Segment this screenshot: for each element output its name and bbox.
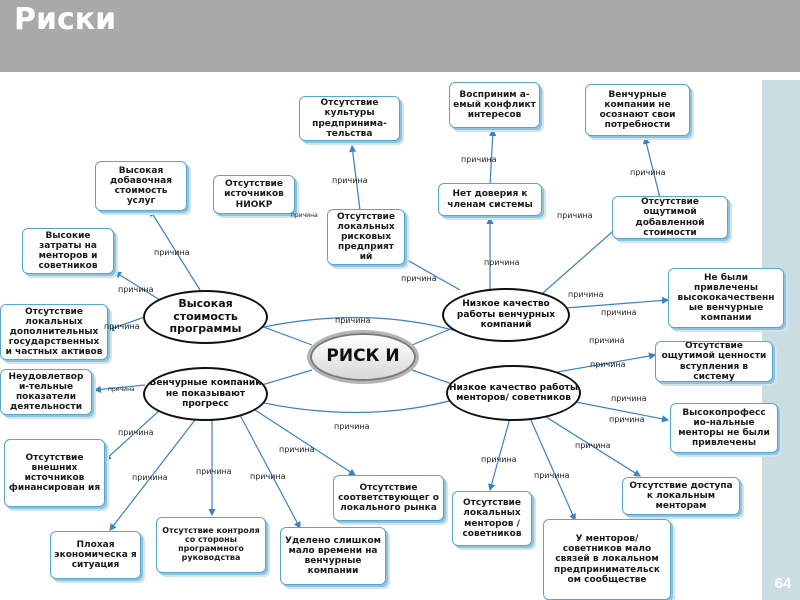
box-bad-economy: Плохая экономическа я ситуация bbox=[50, 531, 141, 579]
hub-low-quality-mentors: Низкое качество работы менторов/ советни… bbox=[446, 365, 581, 421]
cause-label: причина bbox=[534, 471, 570, 480]
cause-label: причина bbox=[609, 415, 645, 424]
box-pro-mentors: Высокопрофесс ио-нальные менторы не были… bbox=[670, 403, 778, 453]
box-mentor-links: У менторов/ советников мало связей в лок… bbox=[543, 519, 671, 600]
cause-label: причина bbox=[154, 248, 190, 257]
box-no-quality-vc: Не были привлечены высококачественн ые в… bbox=[668, 268, 784, 328]
cause-label: причина bbox=[196, 467, 232, 476]
box-local-mentors: Отсутствие локальных менторов / советник… bbox=[452, 491, 532, 546]
cause-label: причина bbox=[484, 258, 520, 267]
cause-label: причина bbox=[401, 274, 437, 283]
cause-label: причина bbox=[132, 473, 168, 482]
center-node-risks: РИСК И bbox=[310, 333, 416, 381]
box-no-trust: Нет доверия к членам системы bbox=[438, 183, 542, 216]
box-unsatisfactory: Неудовлетвор и-тельные показатели деятел… bbox=[0, 369, 92, 415]
hub-high-cost: Высокая стоимость программы bbox=[143, 290, 268, 344]
cause-label: причина bbox=[589, 336, 625, 345]
cause-label: причина bbox=[575, 441, 611, 450]
box-local-risk: Отсутствие локальных рисковых предприят … bbox=[327, 209, 405, 265]
cause-label: причина bbox=[291, 212, 318, 219]
cause-label: причина bbox=[104, 322, 140, 331]
cause-label: причина bbox=[118, 428, 154, 437]
box-extra-sources: Отсутствие локальных дополнительных госу… bbox=[0, 304, 108, 360]
cause-label: причина bbox=[334, 422, 370, 431]
hub-vc-progress: Венчурные компании не показывают прогрес… bbox=[143, 367, 268, 421]
box-no-sources: Отсутствие источников НИОКР bbox=[213, 175, 295, 214]
box-no-entry-value: Отсутствие ощутимой ценности вступления … bbox=[655, 341, 773, 382]
box-no-external: Отсутствие внешних источников финансиров… bbox=[4, 439, 105, 507]
cause-label: причина bbox=[481, 455, 517, 464]
cause-label: причина bbox=[590, 360, 626, 369]
hub-low-quality-vc: Низкое качество работы венчурных компани… bbox=[442, 288, 570, 342]
cause-label: причина bbox=[461, 155, 497, 164]
side-accent-bar bbox=[762, 80, 800, 600]
box-program-control: Отсутствие контроля со стороны программн… bbox=[156, 517, 266, 573]
cause-label: причина bbox=[611, 394, 647, 403]
cause-label: причина bbox=[568, 290, 604, 299]
box-market-fit: Отсутствие соответствующег о локального … bbox=[333, 475, 444, 521]
cause-label: причина bbox=[118, 285, 154, 294]
header-bar bbox=[0, 0, 800, 72]
cause-label: причина bbox=[279, 445, 315, 454]
box-high-mentor-costs: Высокие затраты на менторов и советников bbox=[22, 228, 114, 274]
cause-label: причина bbox=[335, 316, 371, 325]
cause-label: причина bbox=[250, 472, 286, 481]
cause-label: причина bbox=[108, 386, 135, 393]
box-high-added-cost: Высокая добавочная стоимость услуг bbox=[95, 161, 187, 211]
box-conflict-interest: Восприним а-емый конфликт интересов bbox=[449, 82, 540, 128]
cause-label: причина bbox=[332, 176, 368, 185]
cause-label: причина bbox=[601, 308, 637, 317]
cause-label: причина bbox=[557, 211, 593, 220]
box-little-time: Уделено слишком мало времени на венчурны… bbox=[280, 527, 386, 585]
box-no-added-value: Отсутствие ощутимой добавленной стоимост… bbox=[612, 196, 728, 239]
page-title: Риски bbox=[14, 2, 117, 37]
box-mentor-access: Отсутствие доступа к локальным менторам bbox=[622, 477, 740, 515]
page-number: 64 bbox=[774, 575, 792, 592]
cause-label: причина bbox=[630, 168, 666, 177]
box-vc-unaware: Венчурные компании не осознают свои потр… bbox=[585, 84, 690, 136]
box-entrepreneur-culture: Отсутствие культуры предпринима-тельства bbox=[299, 96, 400, 141]
